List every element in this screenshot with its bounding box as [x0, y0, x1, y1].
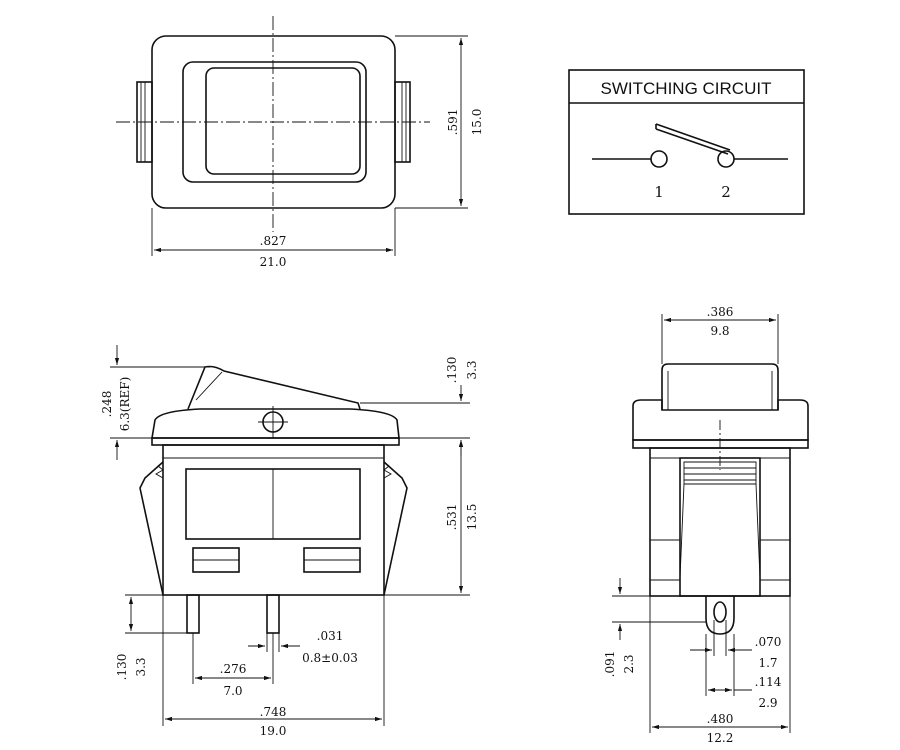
top-width-in-label: .827 — [260, 234, 287, 248]
terminal-pin-left — [186, 594, 200, 634]
snap-clip-left — [139, 461, 164, 596]
cap-height-in-label: .130 — [445, 357, 459, 384]
tab-width-in-label: .114 — [755, 675, 782, 689]
rocker-height-in-label: .248 — [100, 391, 114, 418]
terminal-pitch-mm-label: 7.0 — [223, 684, 242, 698]
terminal-1-contact — [650, 150, 668, 168]
top-rocker-inner — [205, 67, 361, 175]
top-height-mm-label: 15.0 — [470, 109, 484, 136]
tab-height-mm-label: 2.3 — [622, 654, 636, 673]
side-bezel — [151, 408, 400, 439]
rocker-width-in-label: .386 — [707, 305, 734, 319]
terminal-2-label: 2 — [721, 183, 731, 201]
cap-height-mm-label: 3.3 — [465, 360, 479, 379]
rocker-height-mm-label: 6.3(REF) — [118, 377, 132, 432]
hole-width-mm-label: 1.7 — [758, 656, 777, 670]
end-width-in-label: .480 — [707, 712, 734, 726]
hole-width-in-label: .070 — [755, 635, 782, 649]
end-actuator — [679, 457, 761, 597]
side-rocker — [187, 365, 361, 410]
terminal-hole — [713, 601, 727, 623]
end-rocker-cap — [661, 363, 779, 410]
body-height-in-label: .531 — [445, 504, 459, 531]
tab-height-in-label: .091 — [603, 651, 617, 678]
switch-blade — [655, 123, 731, 155]
circuit-title: SWITCHING CIRCUIT — [601, 79, 772, 98]
side-width-in-label: .748 — [260, 705, 287, 719]
side-view: .248 6.3(REF) .130 3.3 .531 13.5 .130 3.… — [100, 345, 479, 738]
snap-clip-right — [383, 461, 408, 596]
end-bezel — [632, 399, 809, 441]
terminal-length-in-label: .130 — [115, 654, 129, 681]
top-width-mm-label: 21.0 — [260, 255, 287, 269]
top-view: .591 15.0 .827 21.0 — [116, 16, 484, 269]
tab-width-mm-label: 2.9 — [758, 696, 777, 710]
terminal-pin-right — [266, 594, 280, 634]
end-terminal-tab — [705, 596, 735, 635]
terminal-length-mm-label: 3.3 — [134, 657, 148, 676]
end-width-mm-label: 12.2 — [707, 731, 734, 745]
switching-circuit-box: SWITCHING CIRCUIT 1 2 — [568, 69, 805, 215]
terminal-pitch-in-label: .276 — [220, 662, 247, 676]
rocker-width-mm-label: 9.8 — [710, 324, 729, 338]
top-height-in-label: .591 — [446, 109, 460, 136]
body-height-mm-label: 13.5 — [465, 504, 479, 531]
end-body — [649, 447, 791, 597]
terminal-thickness-in-label: .031 — [317, 629, 344, 643]
terminal-1-label: 1 — [654, 183, 664, 201]
side-width-mm-label: 19.0 — [260, 724, 287, 738]
end-view: .386 9.8 .091 2.3 .070 1.7 .114 2.9 .480… — [603, 305, 809, 745]
terminal-thickness-mm-label: 0.8±0.03 — [302, 651, 358, 665]
